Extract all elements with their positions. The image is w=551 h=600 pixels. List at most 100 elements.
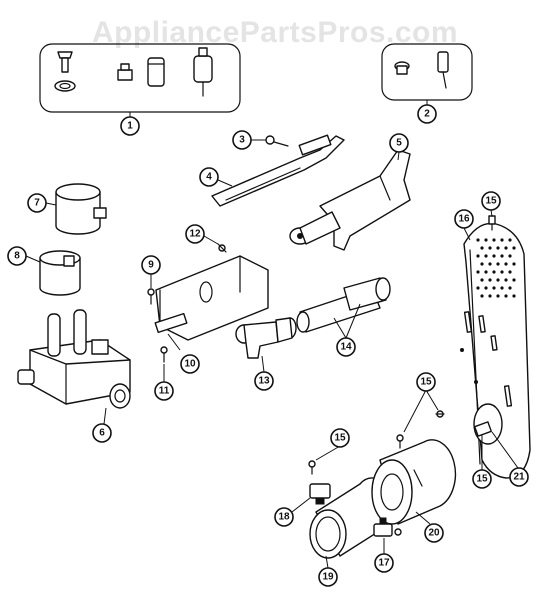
part-10-bracket (154, 255, 269, 341)
callout-10: 10 (180, 354, 200, 374)
part-15-screw-b (435, 410, 445, 418)
vent-hole (512, 294, 516, 298)
part-20-cylinder (371, 439, 457, 525)
vent-hole (500, 270, 504, 274)
vent-hole (492, 286, 496, 290)
vent-hole (480, 246, 484, 250)
callout-11: 11 (154, 381, 174, 401)
part-3-screw (265, 135, 289, 147)
callout-5: 5 (389, 133, 409, 153)
callout-15-top: 15 (481, 191, 501, 211)
vent-hole (508, 270, 512, 274)
vent-hole (500, 238, 504, 242)
part-4-igniter (211, 134, 345, 207)
vent-hole (504, 262, 508, 266)
callout-17: 17 (374, 553, 394, 573)
vent-hole (496, 294, 500, 298)
svg-text:11: 11 (159, 386, 170, 397)
vent-hole (492, 270, 496, 274)
vent-hole (480, 294, 484, 298)
vent-hole (476, 286, 480, 290)
vent-hole (496, 246, 500, 250)
svg-text:6: 6 (99, 428, 105, 439)
svg-text:17: 17 (378, 558, 390, 569)
vent-hole (480, 262, 484, 266)
vent-hole (512, 262, 516, 266)
vent-hole (488, 278, 492, 282)
callout-18: 18 (274, 507, 294, 527)
callout-2: 2 (417, 104, 437, 124)
part-17-thermostat (373, 517, 402, 537)
svg-text:14: 14 (340, 342, 352, 353)
vent-hole (476, 254, 480, 258)
svg-text:7: 7 (34, 198, 40, 209)
callout-9: 9 (141, 255, 161, 275)
part-21-flame-sensor (474, 421, 492, 437)
part-16-combustion-chamber (460, 222, 531, 479)
callout-15-bottom: 15 (472, 469, 492, 489)
leader-lines (25, 139, 519, 569)
callout-15-right: 15 (416, 372, 436, 392)
callout-6: 6 (92, 423, 112, 443)
svg-text:9: 9 (148, 260, 154, 271)
vent-hole (484, 254, 488, 258)
svg-text:21: 21 (513, 472, 525, 483)
vent-hole (504, 294, 508, 298)
svg-text:15: 15 (485, 196, 497, 207)
vent-hole (488, 294, 492, 298)
svg-text:12: 12 (189, 229, 201, 240)
svg-text:13: 13 (258, 376, 270, 387)
svg-text:19: 19 (322, 572, 334, 583)
vent-hole (508, 238, 512, 242)
callout-20: 20 (424, 523, 444, 543)
callout-15-left: 15 (330, 428, 350, 448)
part-12-screw (217, 243, 227, 253)
vent-hole (496, 278, 500, 282)
part-15-screw-c (308, 460, 316, 475)
vent-hole (484, 286, 488, 290)
part-15-screw-a (396, 434, 404, 449)
part-8-coil (39, 250, 81, 296)
part-6-gas-valve (17, 309, 131, 409)
callout-1: 1 (120, 116, 140, 136)
svg-text:15: 15 (334, 433, 346, 444)
vent-hole (512, 246, 516, 250)
vent-hole (500, 286, 504, 290)
svg-text:20: 20 (428, 528, 440, 539)
part-5-burner-housing (289, 149, 411, 251)
part-11-screw (160, 346, 168, 363)
vent-hole (492, 238, 496, 242)
vent-hole (488, 262, 492, 266)
callout-21: 21 (509, 467, 529, 487)
svg-text:15: 15 (476, 474, 488, 485)
part-group-1 (39, 43, 241, 118)
vent-hole (512, 278, 516, 282)
svg-text:16: 16 (458, 214, 470, 225)
svg-text:2: 2 (424, 109, 430, 120)
vent-hole (508, 254, 512, 258)
vent-hole (488, 246, 492, 250)
callout-14: 14 (336, 337, 356, 357)
vent-hole (484, 238, 488, 242)
svg-text:15: 15 (420, 377, 432, 388)
callout-8: 8 (7, 246, 27, 266)
vent-hole (496, 262, 500, 266)
part-7-coil (55, 183, 107, 235)
svg-text:1: 1 (127, 121, 133, 132)
svg-text:8: 8 (14, 251, 20, 262)
vent-hole (504, 246, 508, 250)
vent-hole (476, 238, 480, 242)
part-18-thermostat (309, 483, 331, 505)
part-group-2 (381, 43, 473, 106)
vent-hole (504, 278, 508, 282)
part-14-burner-tube (296, 277, 391, 333)
vent-hole (484, 270, 488, 274)
svg-text:5: 5 (396, 138, 402, 149)
vent-hole (492, 254, 496, 258)
callout-3: 3 (232, 130, 252, 150)
callout-16: 16 (454, 209, 474, 229)
callout-13: 13 (254, 371, 274, 391)
vent-hole (508, 286, 512, 290)
callout-12: 12 (185, 224, 205, 244)
